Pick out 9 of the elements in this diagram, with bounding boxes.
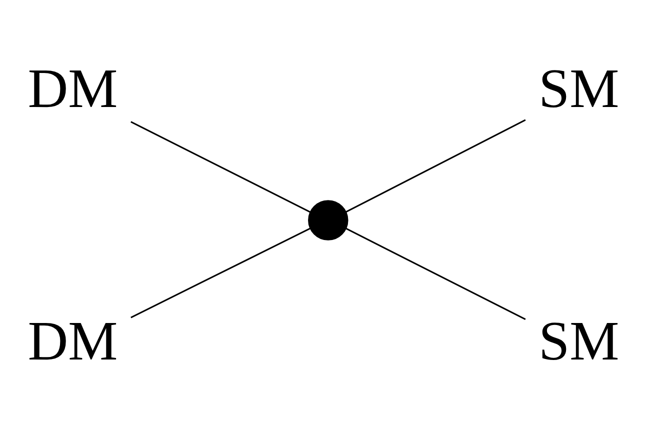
node-text: SM <box>538 310 620 372</box>
connector <box>130 121 311 213</box>
node-text: SM <box>538 58 620 120</box>
connector <box>346 228 526 320</box>
node-text: DM <box>28 310 118 372</box>
connector <box>130 228 311 318</box>
connector <box>346 119 526 213</box>
node-text: DM <box>28 58 118 120</box>
node-circle <box>308 200 348 240</box>
